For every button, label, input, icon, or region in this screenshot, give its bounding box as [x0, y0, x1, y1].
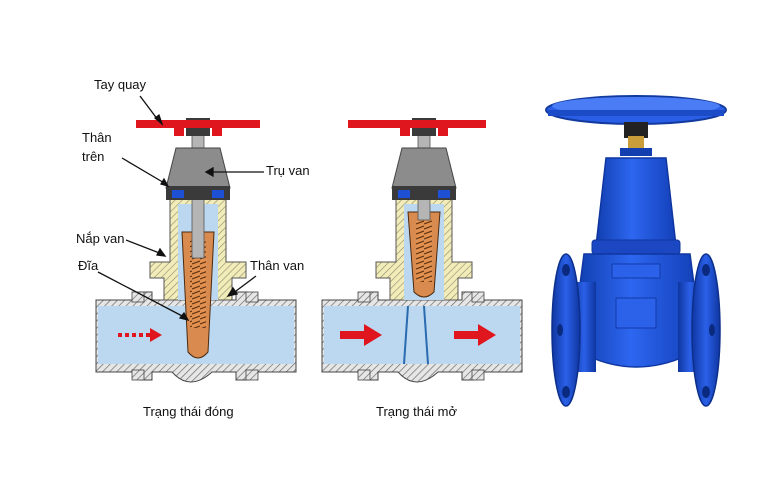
open-valve-flow-arrow-left [340, 324, 382, 346]
label-disc: Đĩa [78, 258, 99, 273]
label-bonnet: Nắp van [76, 231, 125, 246]
open-valve-handwheel [348, 120, 486, 128]
closed-valve [95, 118, 297, 383]
label-handwheel: Tay quay [94, 77, 147, 92]
leader-lines [97, 95, 264, 322]
caption-open: Trạng thái mở [376, 404, 458, 419]
caption-closed: Trạng thái đóng [143, 404, 234, 419]
photo-left-flange [551, 253, 581, 407]
label-upper-body-line1: Thân [82, 130, 112, 145]
label-stem: Trụ van [266, 163, 310, 178]
label-upper-body-line2: trên [82, 149, 105, 164]
closed-valve-flow-arrow [118, 328, 162, 342]
photo-right-flange [691, 253, 721, 407]
open-valve [321, 118, 523, 383]
open-valve-flow-arrow-right [454, 324, 496, 346]
closed-valve-upper-body [165, 147, 231, 189]
photo-bonnet [595, 157, 677, 247]
open-valve-upper-body [391, 147, 457, 189]
closed-valve-handwheel [136, 120, 260, 128]
gate-valve-photo [545, 95, 727, 407]
label-body: Thân van [250, 258, 305, 273]
